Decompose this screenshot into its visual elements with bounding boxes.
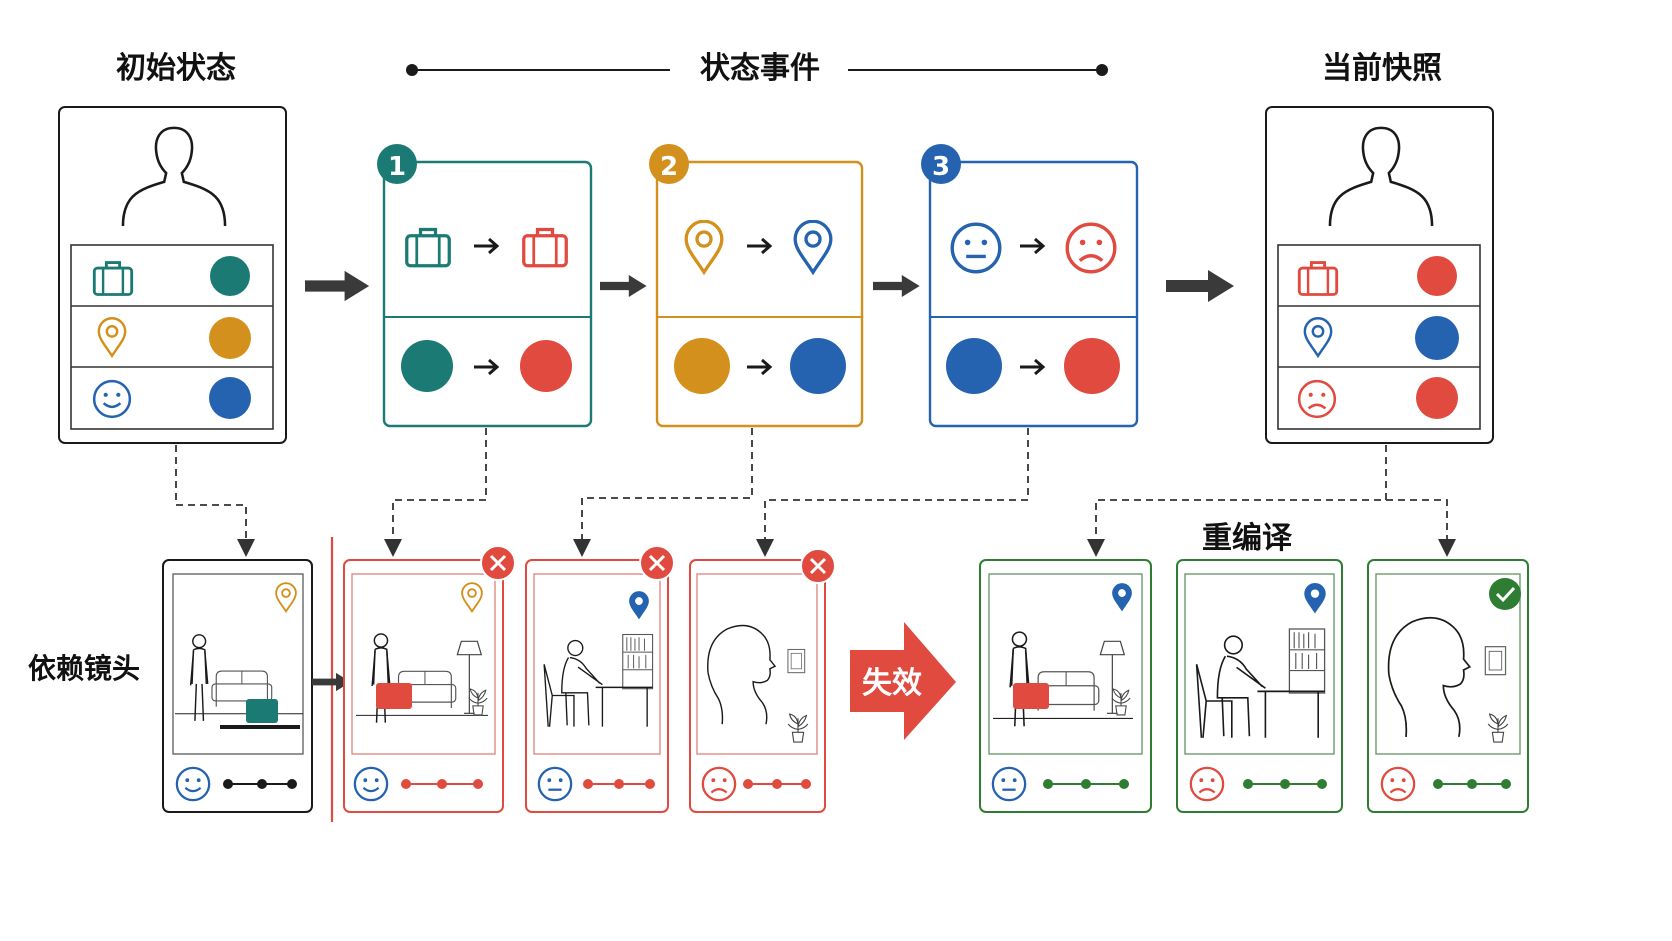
suitcase-icon — [376, 683, 412, 709]
progress-dots — [1433, 779, 1511, 789]
flow-arrow-3 — [873, 275, 920, 297]
flow-arrow-4 — [1166, 270, 1234, 302]
status-dot-orange — [674, 338, 730, 394]
flow-arrow-2 — [600, 275, 647, 297]
status-dot-red — [520, 340, 572, 392]
progress-dots — [583, 779, 655, 789]
event-number: 2 — [660, 152, 678, 182]
status-dot-red — [1064, 338, 1120, 394]
shot-card-recompiled-1 — [979, 559, 1152, 813]
status-dot-red — [1416, 377, 1458, 419]
status-dot-red — [1417, 256, 1457, 296]
status-dot-blue — [209, 377, 251, 419]
status-dot-blue — [790, 338, 846, 394]
invalidated-label: 失效 — [862, 666, 922, 701]
status-dot-orange — [209, 317, 251, 359]
event-card-3: 3 — [921, 144, 1139, 428]
flow-arrow-1 — [305, 270, 370, 302]
dependent-shots-label: 依赖镜头 — [28, 652, 140, 685]
event-number: 3 — [932, 152, 950, 182]
initial-state-card — [58, 106, 287, 444]
progress-dots — [223, 779, 297, 789]
shot-card-invalid-2 — [525, 545, 675, 813]
status-dot-teal — [210, 256, 250, 296]
coffee-table — [220, 725, 300, 729]
state-events-title: 状态事件 — [700, 51, 820, 86]
event-number-badge — [649, 144, 689, 184]
event-card-1: 1 — [377, 144, 593, 428]
progress-dots — [743, 779, 811, 789]
recompile-label: 重编译 — [1202, 521, 1293, 556]
current-snapshot-title: 当前快照 — [1322, 51, 1442, 86]
event-number: 1 — [388, 152, 406, 182]
suitcase-icon — [246, 699, 278, 723]
status-dot-teal — [401, 340, 453, 392]
progress-dots — [1043, 779, 1129, 789]
current-snapshot-card — [1265, 106, 1494, 444]
event-card-2: 2 — [649, 144, 864, 428]
shot-card-recompiled-2 — [1176, 559, 1343, 813]
shot-card-original — [162, 559, 313, 813]
invalidated-arrow: 失效 — [850, 622, 956, 740]
progress-dots — [401, 779, 483, 789]
status-dot-blue — [1415, 316, 1459, 360]
event-number-badge — [377, 144, 417, 184]
timeline-line — [406, 64, 1108, 76]
initial-state-title: 初始状态 — [116, 51, 236, 86]
suitcase-icon — [1013, 683, 1049, 709]
event-number-badge — [921, 144, 961, 184]
shot-card-recompiled-3 — [1367, 559, 1529, 813]
progress-dots — [1243, 779, 1327, 789]
shot-card-invalid-3 — [689, 548, 836, 813]
shot-card-invalid-1 — [343, 545, 516, 813]
verified-check-icon — [1489, 578, 1521, 610]
dependency-connectors — [175, 428, 1456, 557]
status-dot-blue — [946, 338, 1002, 394]
